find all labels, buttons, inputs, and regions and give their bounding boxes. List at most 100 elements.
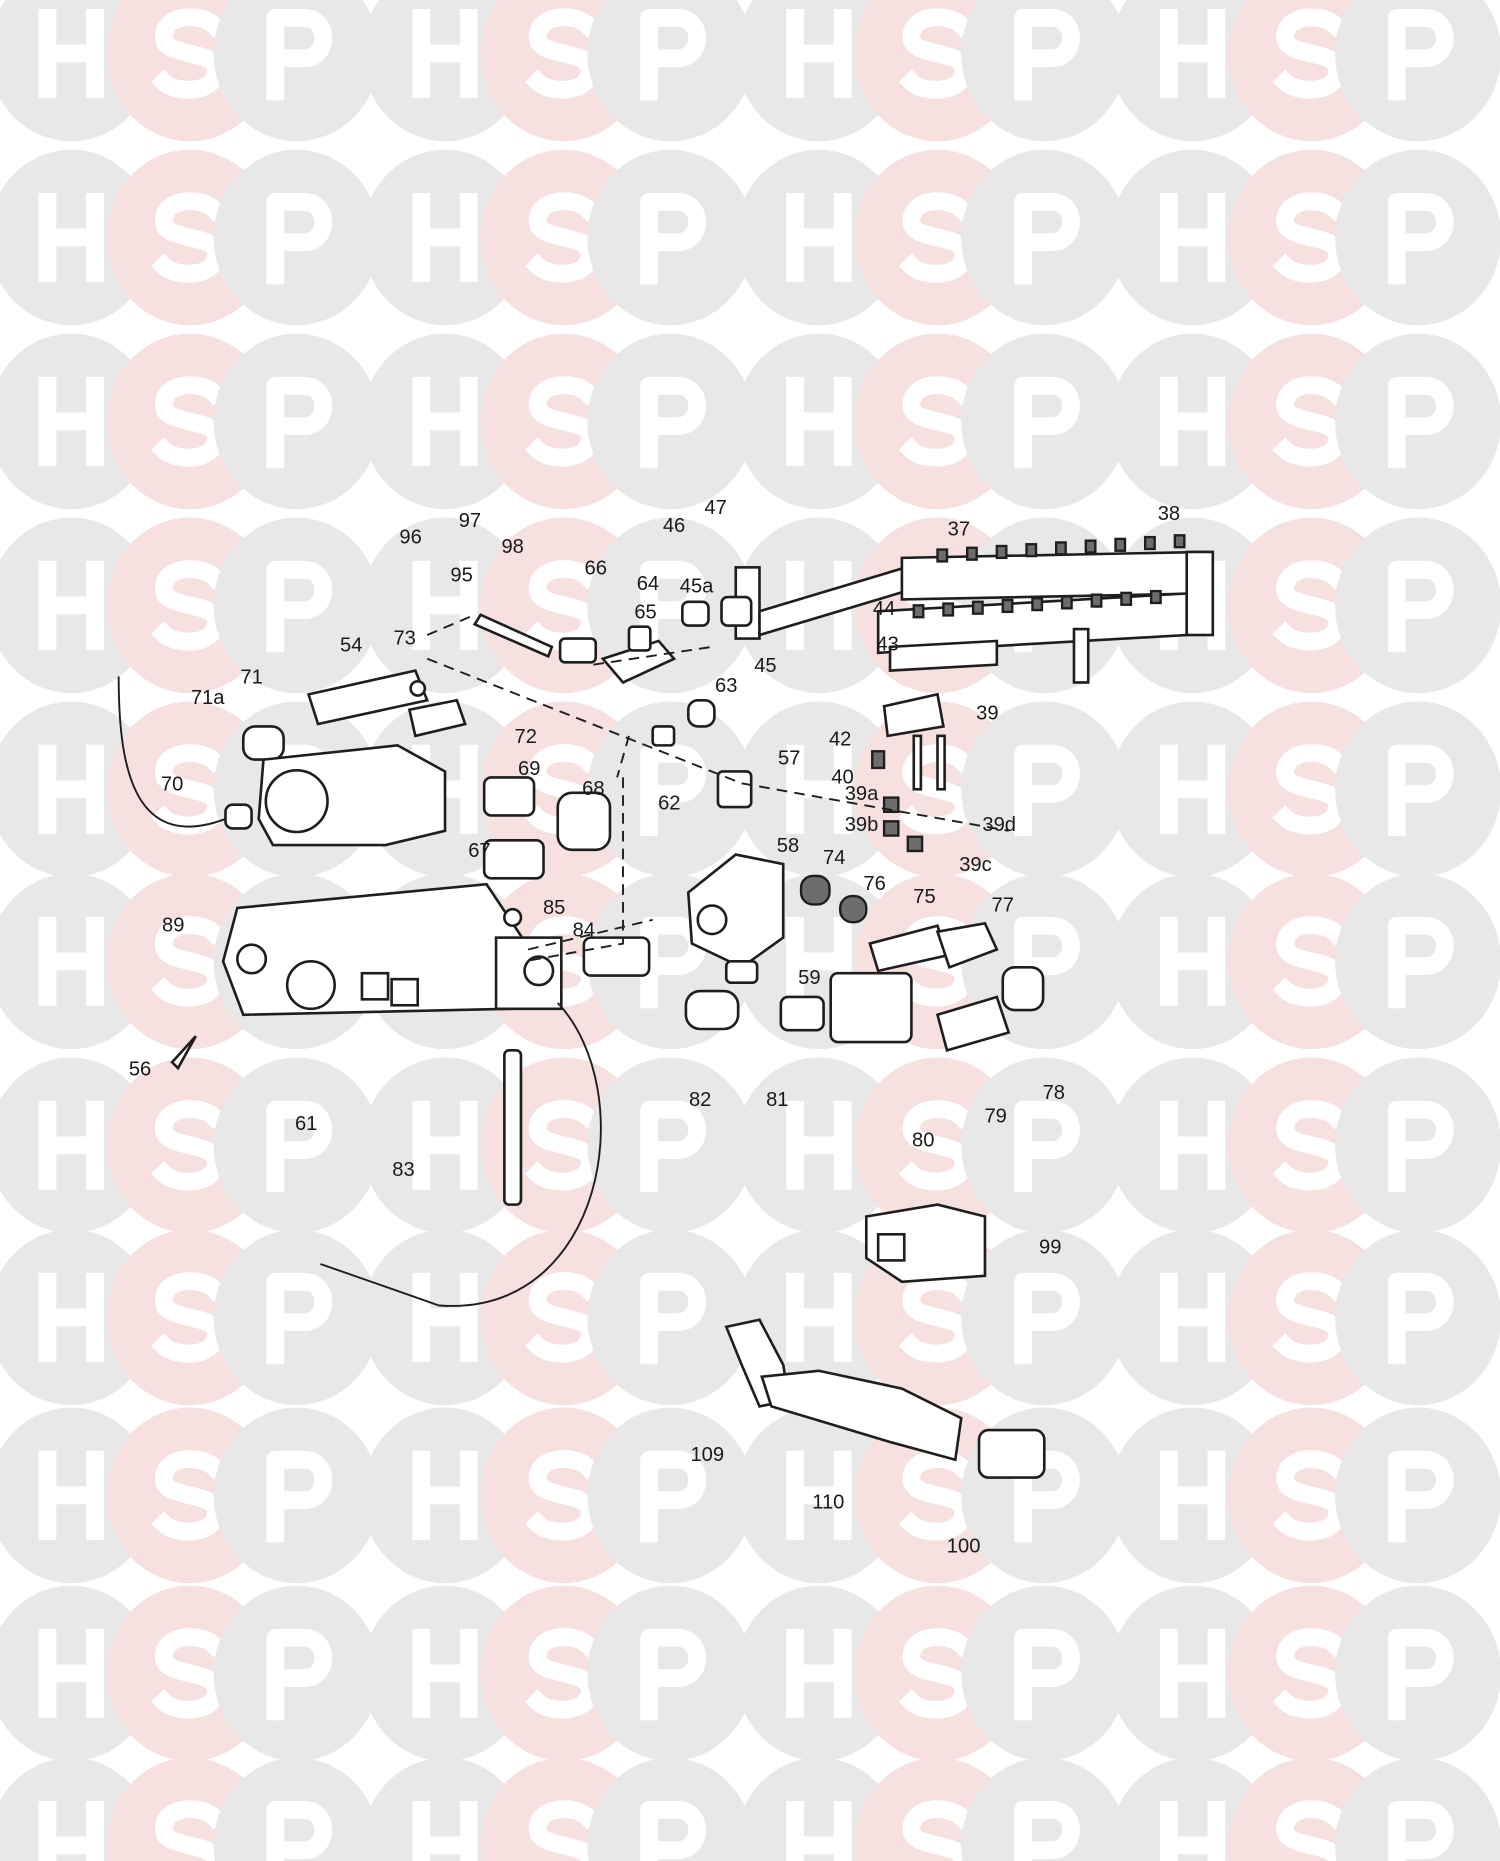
- pipe-fittings: [117, 595, 1046, 1479]
- watermark-letter-p: [1014, 1272, 1080, 1365]
- watermark-letter-p: [266, 376, 333, 469]
- part-label-38: 38: [1158, 503, 1180, 525]
- part-label-85: 85: [543, 897, 565, 919]
- watermark-letter-p: [1387, 916, 1454, 1009]
- watermark-letter-h: [786, 1628, 852, 1718]
- nipple-84: [582, 936, 651, 977]
- watermark-letter-h: [38, 1628, 104, 1718]
- watermark-letter-p: [1387, 744, 1454, 837]
- watermark-letter-p: [1387, 192, 1454, 285]
- watermark-letter-p: [1014, 916, 1080, 1009]
- nozzle: [1001, 598, 1014, 614]
- part-label-71a: 71a: [191, 687, 225, 709]
- part-label-78: 78: [1043, 1082, 1065, 1104]
- watermark-letter-s: [524, 1100, 601, 1191]
- probe-83: [503, 1049, 523, 1206]
- watermark-letter-p: [266, 1100, 333, 1193]
- part-label-98: 98: [501, 536, 523, 558]
- watermark-letter-p: [640, 1800, 707, 1861]
- part-label-58: 58: [777, 835, 799, 857]
- watermark-letter-s: [151, 916, 227, 1007]
- nozzle: [1090, 593, 1103, 608]
- part-label-42: 42: [829, 728, 851, 750]
- part-label-65: 65: [634, 601, 656, 623]
- nozzle: [1054, 541, 1067, 556]
- washer-85: [503, 907, 523, 928]
- plug-59: [724, 960, 759, 985]
- watermark-letter-p: [266, 9, 333, 101]
- valve-port: [523, 955, 555, 987]
- watermark-letter-s: [1272, 1628, 1348, 1719]
- watermark-letter-p: [1014, 1450, 1080, 1543]
- watermark-letter-s: [524, 8, 601, 99]
- nozzle: [1025, 543, 1038, 558]
- fitting-45a: [681, 600, 710, 627]
- watermark-letter-h: [786, 9, 852, 99]
- watermark-letter-h: [38, 744, 104, 834]
- part-label-46: 46: [663, 515, 685, 537]
- watermark-letter-p: [1014, 192, 1080, 285]
- pipe-54: [306, 669, 430, 726]
- watermark-letter-h: [38, 192, 104, 282]
- watermark-letter-p: [1014, 9, 1080, 101]
- watermark-letter-h: [786, 376, 852, 466]
- part-label-39c: 39c: [959, 854, 992, 876]
- watermark-letter-s: [1272, 1450, 1348, 1541]
- nozzle: [912, 604, 925, 619]
- elbow-63: [686, 698, 716, 728]
- watermark-letter-p: [1014, 376, 1080, 469]
- watermark-letter-p: [640, 9, 707, 101]
- watermark-letter-s: [524, 1628, 601, 1719]
- socket-68: [556, 791, 612, 852]
- arrow-56: [170, 1035, 197, 1071]
- watermark-letter-s: [898, 1628, 974, 1719]
- watermark-letter-h: [786, 744, 852, 834]
- watermark-letter-h: [38, 1272, 104, 1362]
- watermark-letter-s: [151, 744, 227, 835]
- watermark-letter-h: [38, 376, 104, 466]
- watermark-letter-h: [38, 1450, 104, 1540]
- watermark-letter-h: [412, 1800, 478, 1861]
- part-label-39a: 39a: [845, 783, 879, 805]
- part-label-81: 81: [766, 1089, 788, 1111]
- nozzle: [1084, 539, 1097, 554]
- burner-bracket: [888, 639, 999, 672]
- nipple-69: [482, 776, 536, 817]
- nozzle: [1031, 597, 1044, 612]
- watermark-letter-p: [640, 192, 707, 285]
- watermark-letter-h: [786, 192, 852, 282]
- burner-leg: [1072, 627, 1090, 684]
- watermark-letter-s: [1272, 1272, 1348, 1363]
- electrode-39: [882, 692, 945, 738]
- watermark-letter-s: [151, 376, 227, 467]
- part-label-80: 80: [912, 1129, 934, 1151]
- watermark-circle: [1335, 0, 1500, 142]
- part-label-56: 56: [129, 1058, 151, 1080]
- watermark-letter-s: [1272, 1100, 1348, 1191]
- elbow-72: [407, 698, 467, 738]
- watermark-letter-s: [898, 916, 974, 1007]
- watermark-letter-h: [1160, 1800, 1226, 1861]
- watermark-letter-s: [1272, 916, 1348, 1007]
- union-66: [558, 637, 598, 664]
- watermark-circle: [961, 0, 1128, 142]
- nozzle: [1143, 535, 1156, 551]
- part-label-37: 37: [948, 518, 970, 540]
- part-label-110: 110: [812, 1491, 844, 1513]
- nozzle: [936, 548, 949, 563]
- watermark-letter-s: [1276, 1800, 1348, 1861]
- valve-99: [864, 1203, 987, 1284]
- watermark-letter-h: [786, 1100, 852, 1190]
- watermark-letter-h: [1160, 1272, 1226, 1362]
- watermark-letter-h: [786, 1450, 852, 1540]
- watermark-letter-s: [1272, 8, 1348, 99]
- watermark-letter-p: [1014, 1628, 1080, 1721]
- watermark-letter-s: [151, 1628, 227, 1719]
- watermark-letter-p: [1014, 1800, 1080, 1861]
- nipple-62: [651, 725, 676, 747]
- watermark-letter-p: [1014, 744, 1080, 837]
- watermark-letter-h: [38, 9, 104, 99]
- nozzle: [1060, 595, 1073, 610]
